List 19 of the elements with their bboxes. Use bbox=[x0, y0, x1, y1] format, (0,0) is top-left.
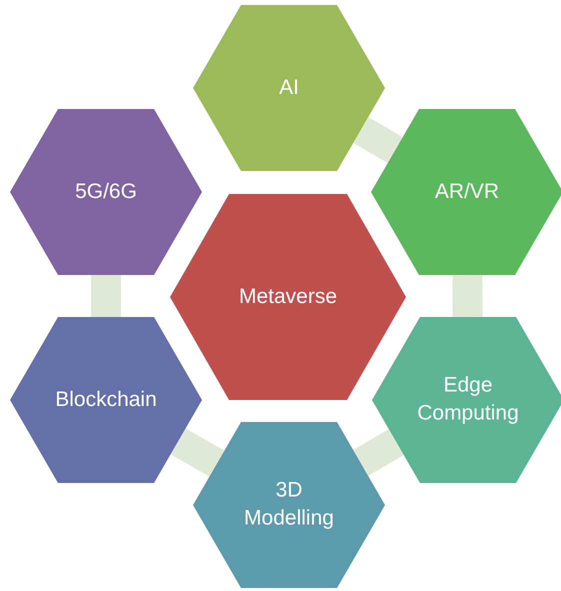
hexagon bbox=[170, 194, 406, 400]
hexagon bbox=[193, 5, 385, 171]
connector bbox=[91, 275, 121, 317]
connector bbox=[452, 274, 483, 318]
hexagon bbox=[371, 109, 561, 275]
hexagon bbox=[193, 422, 385, 588]
hexagon bbox=[372, 317, 561, 483]
node-label: Blockchain bbox=[54, 386, 158, 413]
node-label: Edge Computing bbox=[416, 372, 520, 427]
connector bbox=[353, 429, 404, 476]
node-label: 3D Modelling bbox=[243, 478, 335, 532]
hexagon bbox=[10, 109, 202, 275]
connector bbox=[353, 116, 403, 164]
node-label: AI bbox=[278, 74, 300, 101]
hexagon bbox=[10, 317, 202, 483]
node-label: 5G/6G bbox=[74, 178, 138, 205]
node-label: AR/VR bbox=[434, 178, 500, 205]
connector bbox=[170, 428, 224, 477]
node-label: Metaverse bbox=[238, 284, 338, 310]
